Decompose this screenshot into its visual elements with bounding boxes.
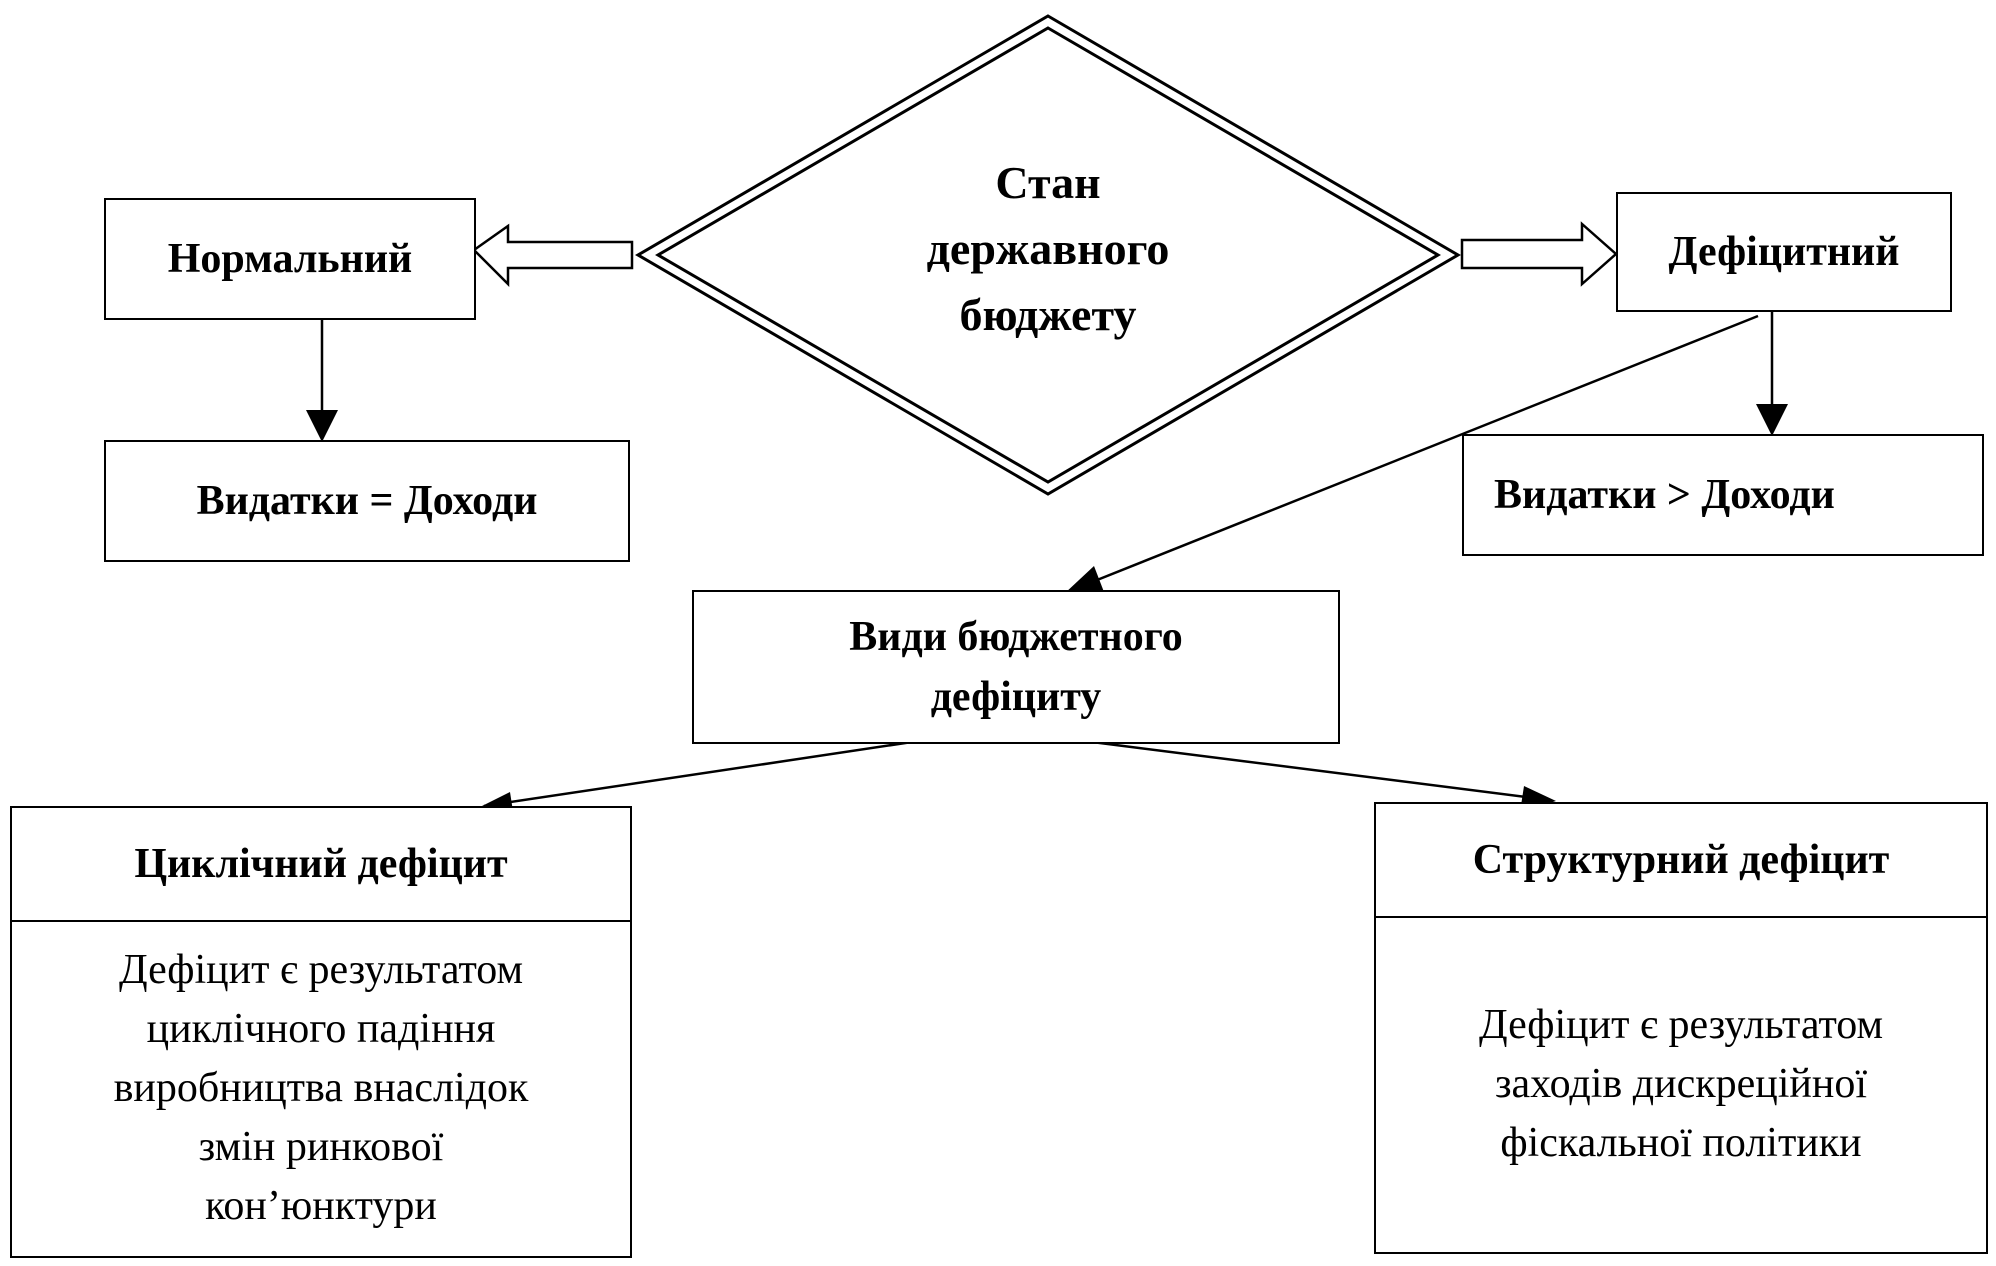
arrowhead-normal (306, 410, 338, 442)
arrow-types-to-structural (1091, 740, 1551, 802)
cyclical-deficit-title: Циклічний дефіцит (134, 841, 508, 887)
deficit-state-box: Дефіцитний (1616, 192, 1952, 312)
hollow-arrow-right (1460, 221, 1618, 287)
budget-state-line-1: Стан (995, 157, 1101, 208)
structural-desc-line-1: Дефіцит є результатом (1478, 1001, 1884, 1048)
arrow-types-to-cyclical (483, 740, 913, 808)
budget-state-line-2: державного (926, 223, 1170, 274)
arrowhead-types (1064, 566, 1104, 594)
deficit-types-box: Види бюджетного дефіциту (692, 590, 1340, 744)
cyclical-desc-line-4: змін ринкової (198, 1123, 444, 1170)
arrow-deficit-to-types (1071, 314, 1759, 592)
structural-desc-line-3: фіскальної політики (1500, 1119, 1862, 1166)
cyclical-desc-line-3: виробництва внаслідок (113, 1064, 529, 1111)
deficit-condition-label: Видатки > Доходи (1494, 472, 1835, 518)
budget-state-line-3: бюджету (959, 289, 1137, 340)
arrowhead-deficit (1756, 404, 1788, 436)
center-diamond (635, 14, 1461, 496)
budget-state-title: Стан державного бюджету (848, 150, 1248, 348)
normal-condition-box: Видатки = Доходи (104, 440, 630, 562)
structural-deficit-title: Структурний дефіцит (1472, 837, 1890, 883)
cyclical-deficit-header: Циклічний дефіцит (12, 808, 630, 922)
normal-state-label: Нормальний (167, 236, 413, 282)
normal-condition-label: Видатки = Доходи (196, 478, 538, 524)
deficit-types-line-1: Види бюджетного (849, 614, 1183, 660)
hollow-arrow-left (472, 223, 634, 288)
cyclical-desc-line-1: Дефіцит є результатом (118, 946, 524, 993)
cyclical-deficit-description: Дефіцит є результатом циклічного падіння… (12, 920, 630, 1256)
cyclical-desc-line-2: циклічного падіння (146, 1005, 496, 1052)
structural-deficit-description: Дефіцит є результатом заходів дискреційн… (1376, 916, 1986, 1252)
deficit-condition-box: Видатки > Доходи (1462, 434, 1984, 556)
structural-deficit-box: Структурний дефіцит Дефіцит є результато… (1374, 802, 1988, 1254)
normal-state-box: Нормальний (104, 198, 476, 320)
cyclical-deficit-box: Циклічний дефіцит Дефіцит є результатом … (10, 806, 632, 1258)
cyclical-desc-line-5: кон’юнктури (205, 1182, 437, 1229)
structural-desc-line-2: заходів дискреційної (1494, 1060, 1868, 1107)
structural-deficit-header: Структурний дефіцит (1376, 804, 1986, 918)
deficit-state-label: Дефіцитний (1668, 229, 1900, 275)
deficit-types-line-2: дефіциту (930, 674, 1102, 720)
